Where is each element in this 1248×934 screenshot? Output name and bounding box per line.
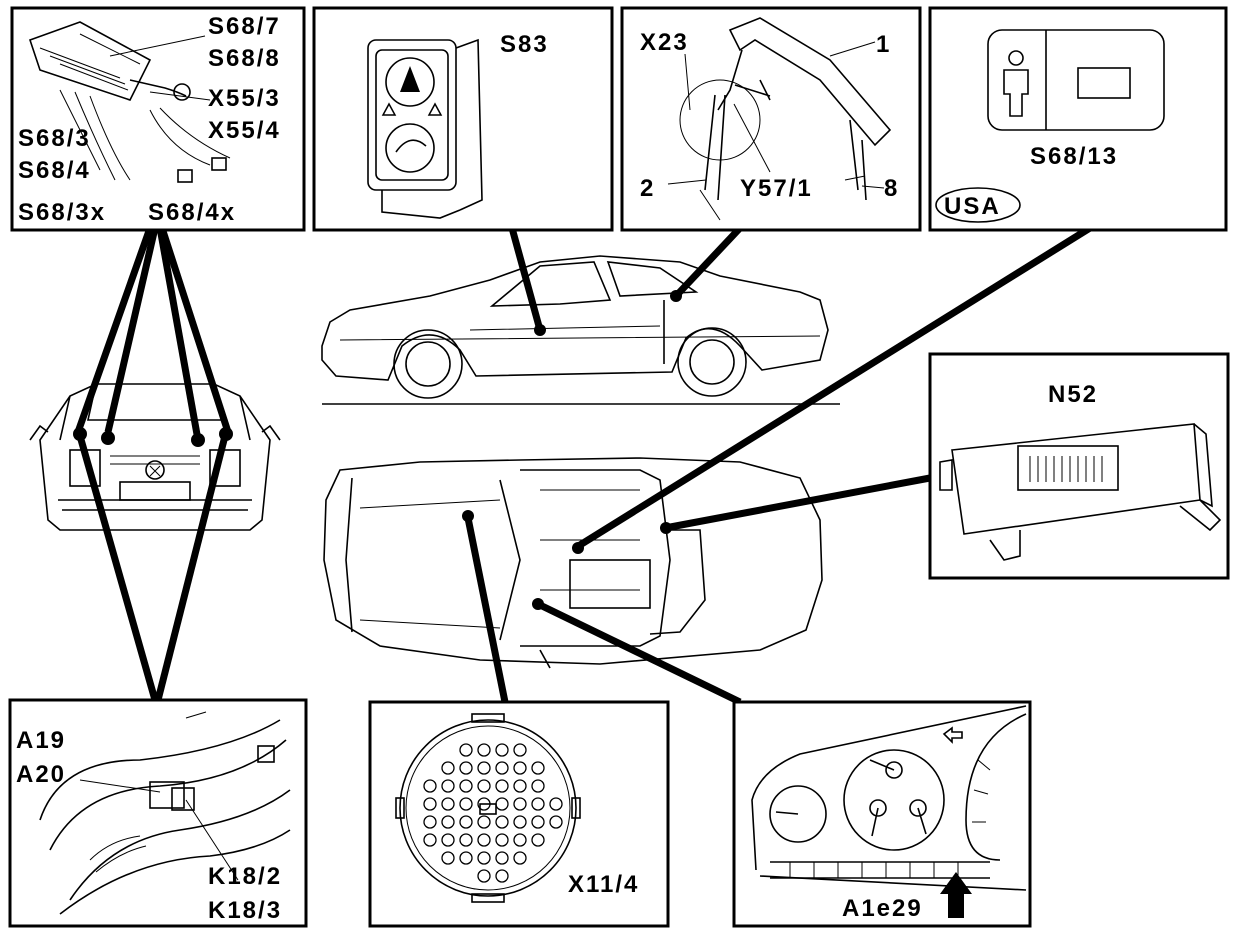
connector-pin [549, 815, 563, 829]
connector-pin [531, 797, 545, 811]
connector-pin [477, 869, 491, 883]
connector-pin [441, 761, 455, 775]
panel-s83: S83 [312, 6, 614, 232]
connector-pin [513, 815, 527, 829]
connector-pin [477, 833, 491, 847]
connector-pin [531, 761, 545, 775]
car-top-view [323, 457, 823, 669]
connector-pin [423, 797, 437, 811]
seat-belt-switch-icon [28, 21, 231, 183]
label-x11-4: X11/4 [568, 871, 639, 898]
label-usa: USA [944, 193, 1001, 220]
connector-pin [495, 851, 509, 865]
connector-pin [513, 761, 527, 775]
panel-n52: N52 [928, 352, 1230, 580]
connector-pin [513, 833, 527, 847]
connector-pin [441, 833, 455, 847]
label-s68-3x: S68/3x [18, 199, 106, 226]
panel-s68-switches: S68/7 S68/8 X55/3 X55/4 S68/3 S68/4 S68/… [10, 6, 306, 232]
connector-pin [441, 797, 455, 811]
panel-x11-4: X11/4 [368, 700, 670, 928]
connector-pin [513, 743, 527, 757]
label-callout-1: 1 [876, 31, 891, 58]
label-s83: S83 [500, 31, 549, 58]
label-s68-13: S68/13 [1030, 143, 1118, 170]
connector-pin [477, 815, 491, 829]
connector-pin [477, 761, 491, 775]
label-s68-4: S68/4 [18, 157, 91, 184]
connector-pin [477, 743, 491, 757]
label-callout-8: 8 [884, 175, 899, 202]
connector-pin [495, 869, 509, 883]
connector-pin [459, 833, 473, 847]
up-arrow-icon [940, 872, 972, 918]
connector-pin [459, 761, 473, 775]
connector-beams [74, 225, 1092, 706]
label-s68-4x: S68/4x [148, 199, 236, 226]
label-k18-3: K18/3 [208, 897, 282, 924]
connector-pin [441, 851, 455, 865]
label-x23: X23 [640, 29, 689, 56]
connector-pin [477, 779, 491, 793]
connector-pin [459, 779, 473, 793]
connector-pin [549, 797, 563, 811]
connector-pin [423, 779, 437, 793]
connector-pin [495, 779, 509, 793]
connector-pin [477, 851, 491, 865]
connector-pin [441, 779, 455, 793]
connector-pin [441, 815, 455, 829]
panel-roll-bar: X23 1 2 Y57/1 8 [620, 6, 922, 232]
label-a20: A20 [16, 761, 66, 788]
connector-pin [531, 779, 545, 793]
label-s68-3: S68/3 [18, 125, 91, 152]
car-side-view [321, 255, 840, 405]
relay-icon [39, 711, 291, 915]
label-a1e29: A1e29 [842, 895, 923, 922]
connector-pin [423, 833, 437, 847]
connector-pin [495, 815, 509, 829]
label-s68-7: S68/7 [208, 13, 281, 40]
car-rear-view [29, 383, 281, 531]
label-a19: A19 [16, 727, 66, 754]
occupant-sensor-icon [987, 29, 1165, 131]
label-x55-3: X55/3 [208, 85, 281, 112]
connector-pin [495, 743, 509, 757]
panel-a19-a20: A19 A20 K18/2 K18/3 [8, 698, 308, 928]
window-switch-icon [367, 38, 483, 219]
panel-a1e29: A1e29 [732, 700, 1032, 928]
label-callout-2: 2 [640, 175, 655, 202]
connector-pin [495, 833, 509, 847]
roll-bar-icon [679, 17, 892, 221]
control-module-icon [939, 423, 1222, 561]
label-s68-8: S68/8 [208, 45, 281, 72]
connector-pin [459, 815, 473, 829]
instrument-cluster-icon [751, 705, 1027, 891]
connector-pin [513, 797, 527, 811]
connector-pin [459, 743, 473, 757]
connector-pin [531, 833, 545, 847]
connector-icon [395, 713, 581, 903]
panel-s68-13: S68/13 USA [928, 6, 1228, 232]
label-x55-4: X55/4 [208, 117, 281, 144]
connector-pin [459, 851, 473, 865]
connector-pin [495, 797, 509, 811]
label-n52: N52 [1048, 381, 1098, 408]
connector-pin [513, 779, 527, 793]
label-y57-1: Y57/1 [740, 175, 813, 202]
connector-pin [423, 815, 437, 829]
connector-pin [513, 851, 527, 865]
connector-pin [459, 797, 473, 811]
connector-pin [495, 761, 509, 775]
connector-pin [531, 815, 545, 829]
label-k18-2: K18/2 [208, 863, 282, 890]
connector-pin [477, 797, 491, 811]
